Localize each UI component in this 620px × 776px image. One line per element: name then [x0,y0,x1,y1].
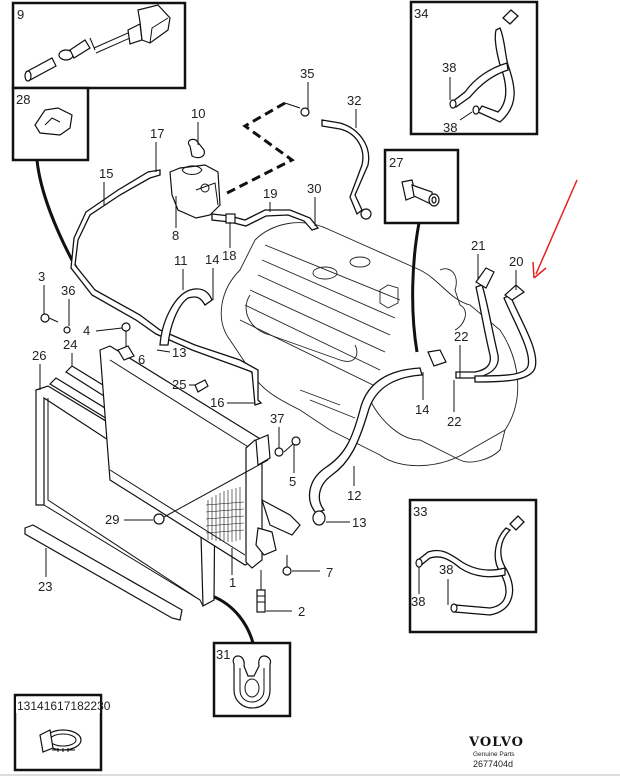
tank-cap-part [187,138,205,159]
bolt-3 [40,313,59,323]
callout-22a[interactable]: 22 [454,329,468,344]
callout-21[interactable]: 21 [471,238,485,253]
callout-17[interactable]: 17 [150,126,164,141]
callout-7[interactable]: 7 [326,565,333,580]
fitting-27-part [401,179,440,207]
callout-2[interactable]: 2 [298,604,305,619]
bracket-6 [117,345,135,361]
clip-35-part [300,107,310,117]
volvo-logo-block: VOLVO Genuine Parts 2677404d [468,735,524,769]
callout-11[interactable]: 11 [174,253,188,268]
washer-37 [274,447,284,457]
inset-label-31: 31 [216,647,230,662]
inset-box-31[interactable]: 31 [212,641,292,718]
hose-11[interactable] [159,288,213,346]
callout-18[interactable]: 18 [222,248,236,263]
callout-4[interactable]: 4 [83,323,90,338]
callout-3[interactable]: 3 [38,269,45,284]
clip-25 [194,379,209,393]
inset-label-9: 9 [17,7,24,22]
inset-box-9[interactable]: 9 [11,1,187,90]
inset-34-label-38b: 38 [443,120,457,135]
highlight-arrow [532,179,578,279]
radiator-assembly[interactable] [24,345,301,621]
callout-14b[interactable]: 14 [415,402,429,417]
hose-12[interactable] [308,367,423,514]
breather-route-dashed [226,101,295,195]
inset-box-34[interactable]: 34 38 38 [409,0,539,136]
inset-box-33[interactable]: 33 38 38 [408,498,538,634]
callout-14a[interactable]: 14 [205,252,219,267]
callout-22b[interactable]: 22 [447,414,461,429]
callout-10[interactable]: 10 [191,106,205,121]
engine-block [220,222,519,467]
radiator-fins [205,487,245,542]
callout-8[interactable]: 8 [172,228,179,243]
leader-31 [211,594,255,644]
bolt-4 [121,322,131,348]
hose-34-part [449,9,519,123]
callout-20[interactable]: 20 [509,254,523,269]
callout-35[interactable]: 35 [300,66,314,81]
inset-box-clamp[interactable]: 13141617182230 [13,693,111,772]
connector-pipe-part [24,4,171,82]
hose-33-part [415,515,525,616]
hose-12-clamp [312,510,326,526]
nut-29 [153,513,165,525]
drain-plug-2 [256,589,266,613]
callout-1[interactable]: 1 [229,575,236,590]
callout-6[interactable]: 6 [138,352,145,367]
hose-20-21[interactable] [455,267,537,383]
inset-label-34: 34 [414,6,428,21]
callout-13a[interactable]: 13 [172,345,186,360]
callout-13b[interactable]: 13 [352,515,366,530]
inset-label-28: 28 [16,92,30,107]
inset-label-clamp: 13141617182230 [17,699,111,713]
callout-26[interactable]: 26 [32,348,46,363]
callout-5[interactable]: 5 [289,474,296,489]
callout-37[interactable]: 37 [270,411,284,426]
brand-subtitle: Genuine Parts [473,751,515,758]
bolt-7 [282,555,292,576]
expansion-tank[interactable] [169,138,221,219]
washer-36 [63,326,71,334]
callout-12[interactable]: 12 [347,488,361,503]
callout-29[interactable]: 29 [105,512,119,527]
callout-24[interactable]: 24 [63,337,77,352]
callout-36[interactable]: 36 [61,283,75,298]
inset-34-label-38a: 38 [442,60,456,75]
inset-33-label-38a: 38 [439,562,453,577]
inset-label-27: 27 [389,155,403,170]
drawing-number: 2677404d [473,759,513,769]
inset-33-label-38b: 38 [411,594,425,609]
callout-23[interactable]: 23 [38,579,52,594]
pipe-15[interactable] [70,169,263,406]
callout-15[interactable]: 15 [99,166,113,181]
callout-30[interactable]: 30 [307,181,321,196]
u-clip-31-part [232,655,272,709]
inset-box-28[interactable]: 28 [11,86,90,162]
inset-label-33: 33 [413,504,427,519]
hose-32[interactable] [300,107,372,220]
callout-16[interactable]: 16 [210,395,224,410]
callouts: 17 10 15 8 35 32 19 30 11 14 18 3 36 4 2… [32,66,523,619]
callout-32[interactable]: 32 [347,93,361,108]
callout-25[interactable]: 25 [172,377,186,392]
bolt-5 [283,436,301,453]
bottom-border [0,774,620,776]
fitting-14 [427,349,447,367]
callout-19[interactable]: 19 [263,186,277,201]
brand-logo: VOLVO [468,735,524,750]
leader-27 [411,222,421,353]
hose-clamp-part [39,729,82,753]
hose-19-clamp [225,213,236,224]
inset-box-27[interactable]: 27 [383,148,460,225]
clip-part [34,107,73,136]
